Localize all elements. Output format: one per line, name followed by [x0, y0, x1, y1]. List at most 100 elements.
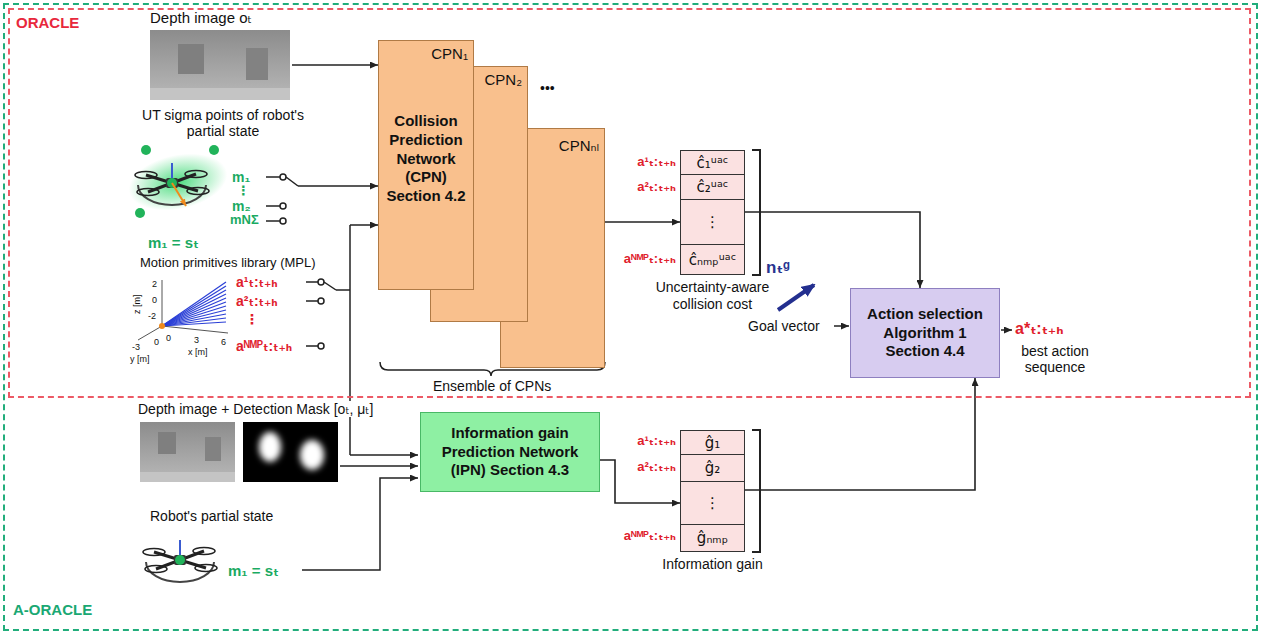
mpl-switch: [306, 300, 318, 302]
depth-image: [150, 30, 290, 100]
goal-symbol: nₜᵍ: [766, 258, 790, 278]
action-symbol: a¹ₜ:ₜ₊ₕ: [637, 155, 676, 170]
depth-image-lower: [140, 422, 235, 482]
mpl-wire: [336, 289, 350, 291]
sigma-switch: [280, 174, 286, 180]
node-text: ĝₙₘₚ: [680, 525, 745, 552]
label-anchor: a*ₜ:ₜ₊ₕ: [1015, 320, 1064, 338]
output-caption: best action sequence: [1005, 343, 1105, 375]
depth-image-lower: [140, 422, 235, 482]
action-symbol: a²ₜ:ₜ₊ₕ: [236, 293, 278, 309]
mpl-wire: [350, 454, 418, 456]
node-title: ORACLE: [16, 14, 79, 31]
label-anchor: 0: [152, 295, 157, 305]
node-text: ĉ₂ᵘᵃᶜ: [680, 175, 745, 200]
node-text: ⋮: [680, 482, 745, 525]
node-text: ĝ₂: [680, 455, 745, 482]
label-anchor: a¹ₜ:ₜ₊ₕ: [637, 434, 676, 449]
label-anchor: Robot's partial state: [150, 508, 273, 524]
detection-mask: [259, 432, 281, 462]
action-symbol: aᴺᴹᴾₜ:ₜ₊ₕ: [236, 338, 292, 354]
robot-drone: [143, 540, 217, 582]
action-symbol: a²ₜ:ₜ₊ₕ: [637, 460, 676, 475]
label-anchor: •••: [540, 80, 555, 96]
node-text: Information gain: [653, 556, 773, 573]
axis-tick: 0: [152, 295, 157, 305]
label-anchor: nₜᵍ: [766, 258, 790, 278]
illustration-caption: Robot's partial state: [150, 508, 273, 524]
mpl-plot: [162, 306, 226, 326]
node-text: Uncertainty-aware collision cost: [653, 279, 773, 313]
detection-mask: [243, 422, 338, 482]
axis-tick: -3: [132, 342, 140, 352]
table-bracket: [752, 150, 760, 552]
input-arrow: [292, 65, 378, 186]
mpl-switch: [318, 343, 324, 349]
sigma-point-symbol: m₂: [232, 198, 251, 214]
detection-mask: [300, 440, 324, 470]
depth-image-lower: [205, 437, 221, 461]
action-symbol: a²ₜ:ₜ₊ₕ: [637, 180, 676, 195]
sigma-switch: [280, 203, 286, 209]
table-bracket: [752, 430, 760, 552]
connector-arrow: [605, 221, 680, 223]
illustration-caption: UT sigma points of robot's partial state: [128, 107, 318, 139]
label-anchor: m₂: [232, 198, 251, 214]
sigma-switch: [266, 205, 280, 207]
node-text: ĉₙₘₚᵘᵃᶜ: [680, 245, 745, 275]
label-anchor: -3: [132, 342, 140, 352]
ellipsis-symbol: •••: [540, 80, 555, 96]
illustration-caption: Motion primitives library (MPL): [140, 256, 316, 271]
label-anchor: best action sequence: [1005, 343, 1105, 375]
flow-arrow: [834, 325, 849, 327]
label-anchor: Depth image oₜ: [150, 9, 252, 26]
sigma-point-symbol: mNΣ: [230, 213, 259, 228]
goal-vector-arrow: [778, 285, 814, 310]
mpl-switch: [318, 279, 324, 285]
sigma-switch: [266, 220, 280, 222]
group-caption: Ensemble of CPNs: [433, 378, 551, 394]
ellipsis-symbol: ⋮: [245, 311, 259, 327]
flow-arrow: [1001, 329, 1012, 331]
axis-label: z [m]: [132, 295, 142, 315]
label-anchor: aᴺᴹᴾₜ:ₜ₊ₕ: [624, 252, 676, 267]
label-anchor: Motion primitives library (MPL): [140, 256, 316, 271]
sigma-point-symbol: m₁: [232, 169, 250, 185]
axis-label: x [m]: [188, 347, 208, 357]
node-title: ĝ₁: [680, 430, 745, 455]
label-anchor: Depth image + Detection Mask [oₜ, μₜ]: [136, 401, 375, 417]
mpl-plot: [159, 323, 165, 329]
input-arrow: [298, 185, 378, 187]
depth-image-lower: [158, 432, 176, 454]
sigma-point-drone: [123, 145, 232, 219]
sigma-switch: [280, 218, 286, 224]
connector-arrow: [600, 460, 680, 503]
mpl-plot: [162, 314, 226, 326]
depth-image: [150, 30, 290, 100]
sigma-point-drone: [209, 145, 219, 155]
sigma-point-drone: [135, 163, 209, 205]
label-anchor: 3: [194, 335, 199, 345]
action-symbol: aᴺᴹᴾₜ:ₜ₊ₕ: [624, 252, 676, 267]
mpl-wire: [349, 225, 351, 455]
mpl-plot: [162, 310, 226, 326]
detection-mask: [243, 422, 338, 482]
label-anchor: a¹ₜ:ₜ₊ₕ: [236, 274, 278, 290]
mpl-wire: [350, 224, 378, 226]
label-anchor: a²ₜ:ₜ₊ₕ: [637, 460, 676, 475]
label-anchor: 2: [152, 279, 157, 289]
axis-label: y [m]: [130, 354, 150, 364]
mpl-plot: [162, 326, 228, 333]
action-selection-box: Action selection Algorithm 1 Section 4.4: [850, 288, 1000, 378]
sigma-point-drone: [135, 208, 145, 218]
label-anchor: a²ₜ:ₜ₊ₕ: [236, 293, 278, 309]
label-anchor: m₁ = sₜ: [228, 562, 279, 579]
image-title: Depth image oₜ: [150, 9, 252, 26]
robot-drone: [175, 555, 185, 565]
label-anchor: aᴺᴹᴾₜ:ₜ₊ₕ: [624, 529, 676, 544]
action-symbol: aᴺᴹᴾₜ:ₜ₊ₕ: [624, 529, 676, 544]
axis-tick: 2: [152, 279, 157, 289]
sigma-switch: [266, 176, 280, 178]
mpl-plot: [162, 290, 226, 326]
